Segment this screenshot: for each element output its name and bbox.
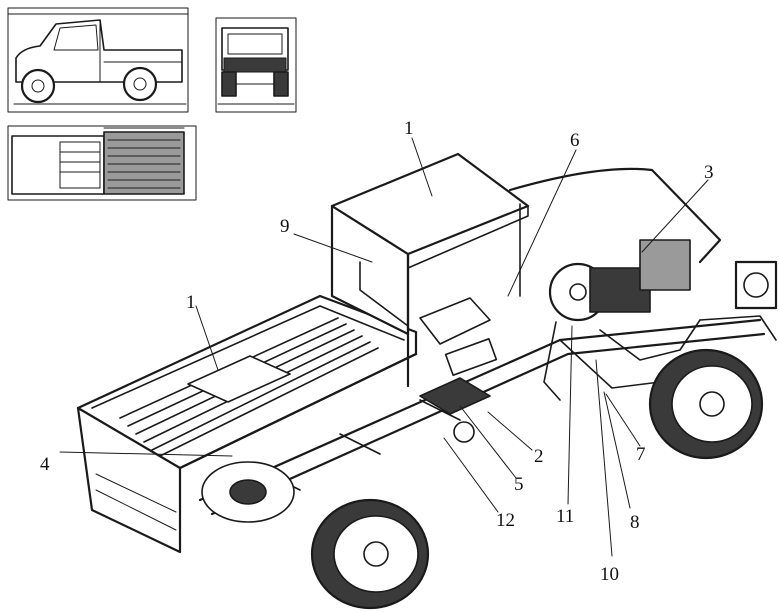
callout-4: 4 — [40, 454, 50, 475]
callout-5: 5 — [514, 474, 524, 495]
callout-10: 10 — [600, 564, 619, 585]
callout-2: 2 — [534, 446, 544, 467]
callout-1-roof: 1 — [404, 118, 414, 139]
side-view-drawing — [7, 7, 189, 113]
cab — [330, 152, 722, 388]
front-wheel — [648, 348, 764, 460]
cargo-bed — [76, 294, 418, 554]
chassis-frame — [198, 315, 777, 516]
drivetrain — [201, 239, 778, 523]
callout-9: 9 — [280, 216, 290, 237]
callout-8: 8 — [630, 512, 640, 533]
callout-12: 12 — [496, 510, 515, 531]
leader-lines — [59, 137, 709, 557]
callout-labels: 1 1 2 3 4 5 6 7 8 9 10 11 12 — [40, 118, 714, 585]
callout-7: 7 — [636, 444, 646, 465]
callout-11: 11 — [556, 506, 574, 527]
rear-wheel — [310, 498, 430, 610]
callout-1-battery: 1 — [186, 292, 196, 313]
callout-6: 6 — [570, 130, 580, 151]
front-view-drawing — [215, 17, 297, 113]
callout-3: 3 — [704, 162, 714, 183]
top-view-drawing — [7, 125, 197, 201]
